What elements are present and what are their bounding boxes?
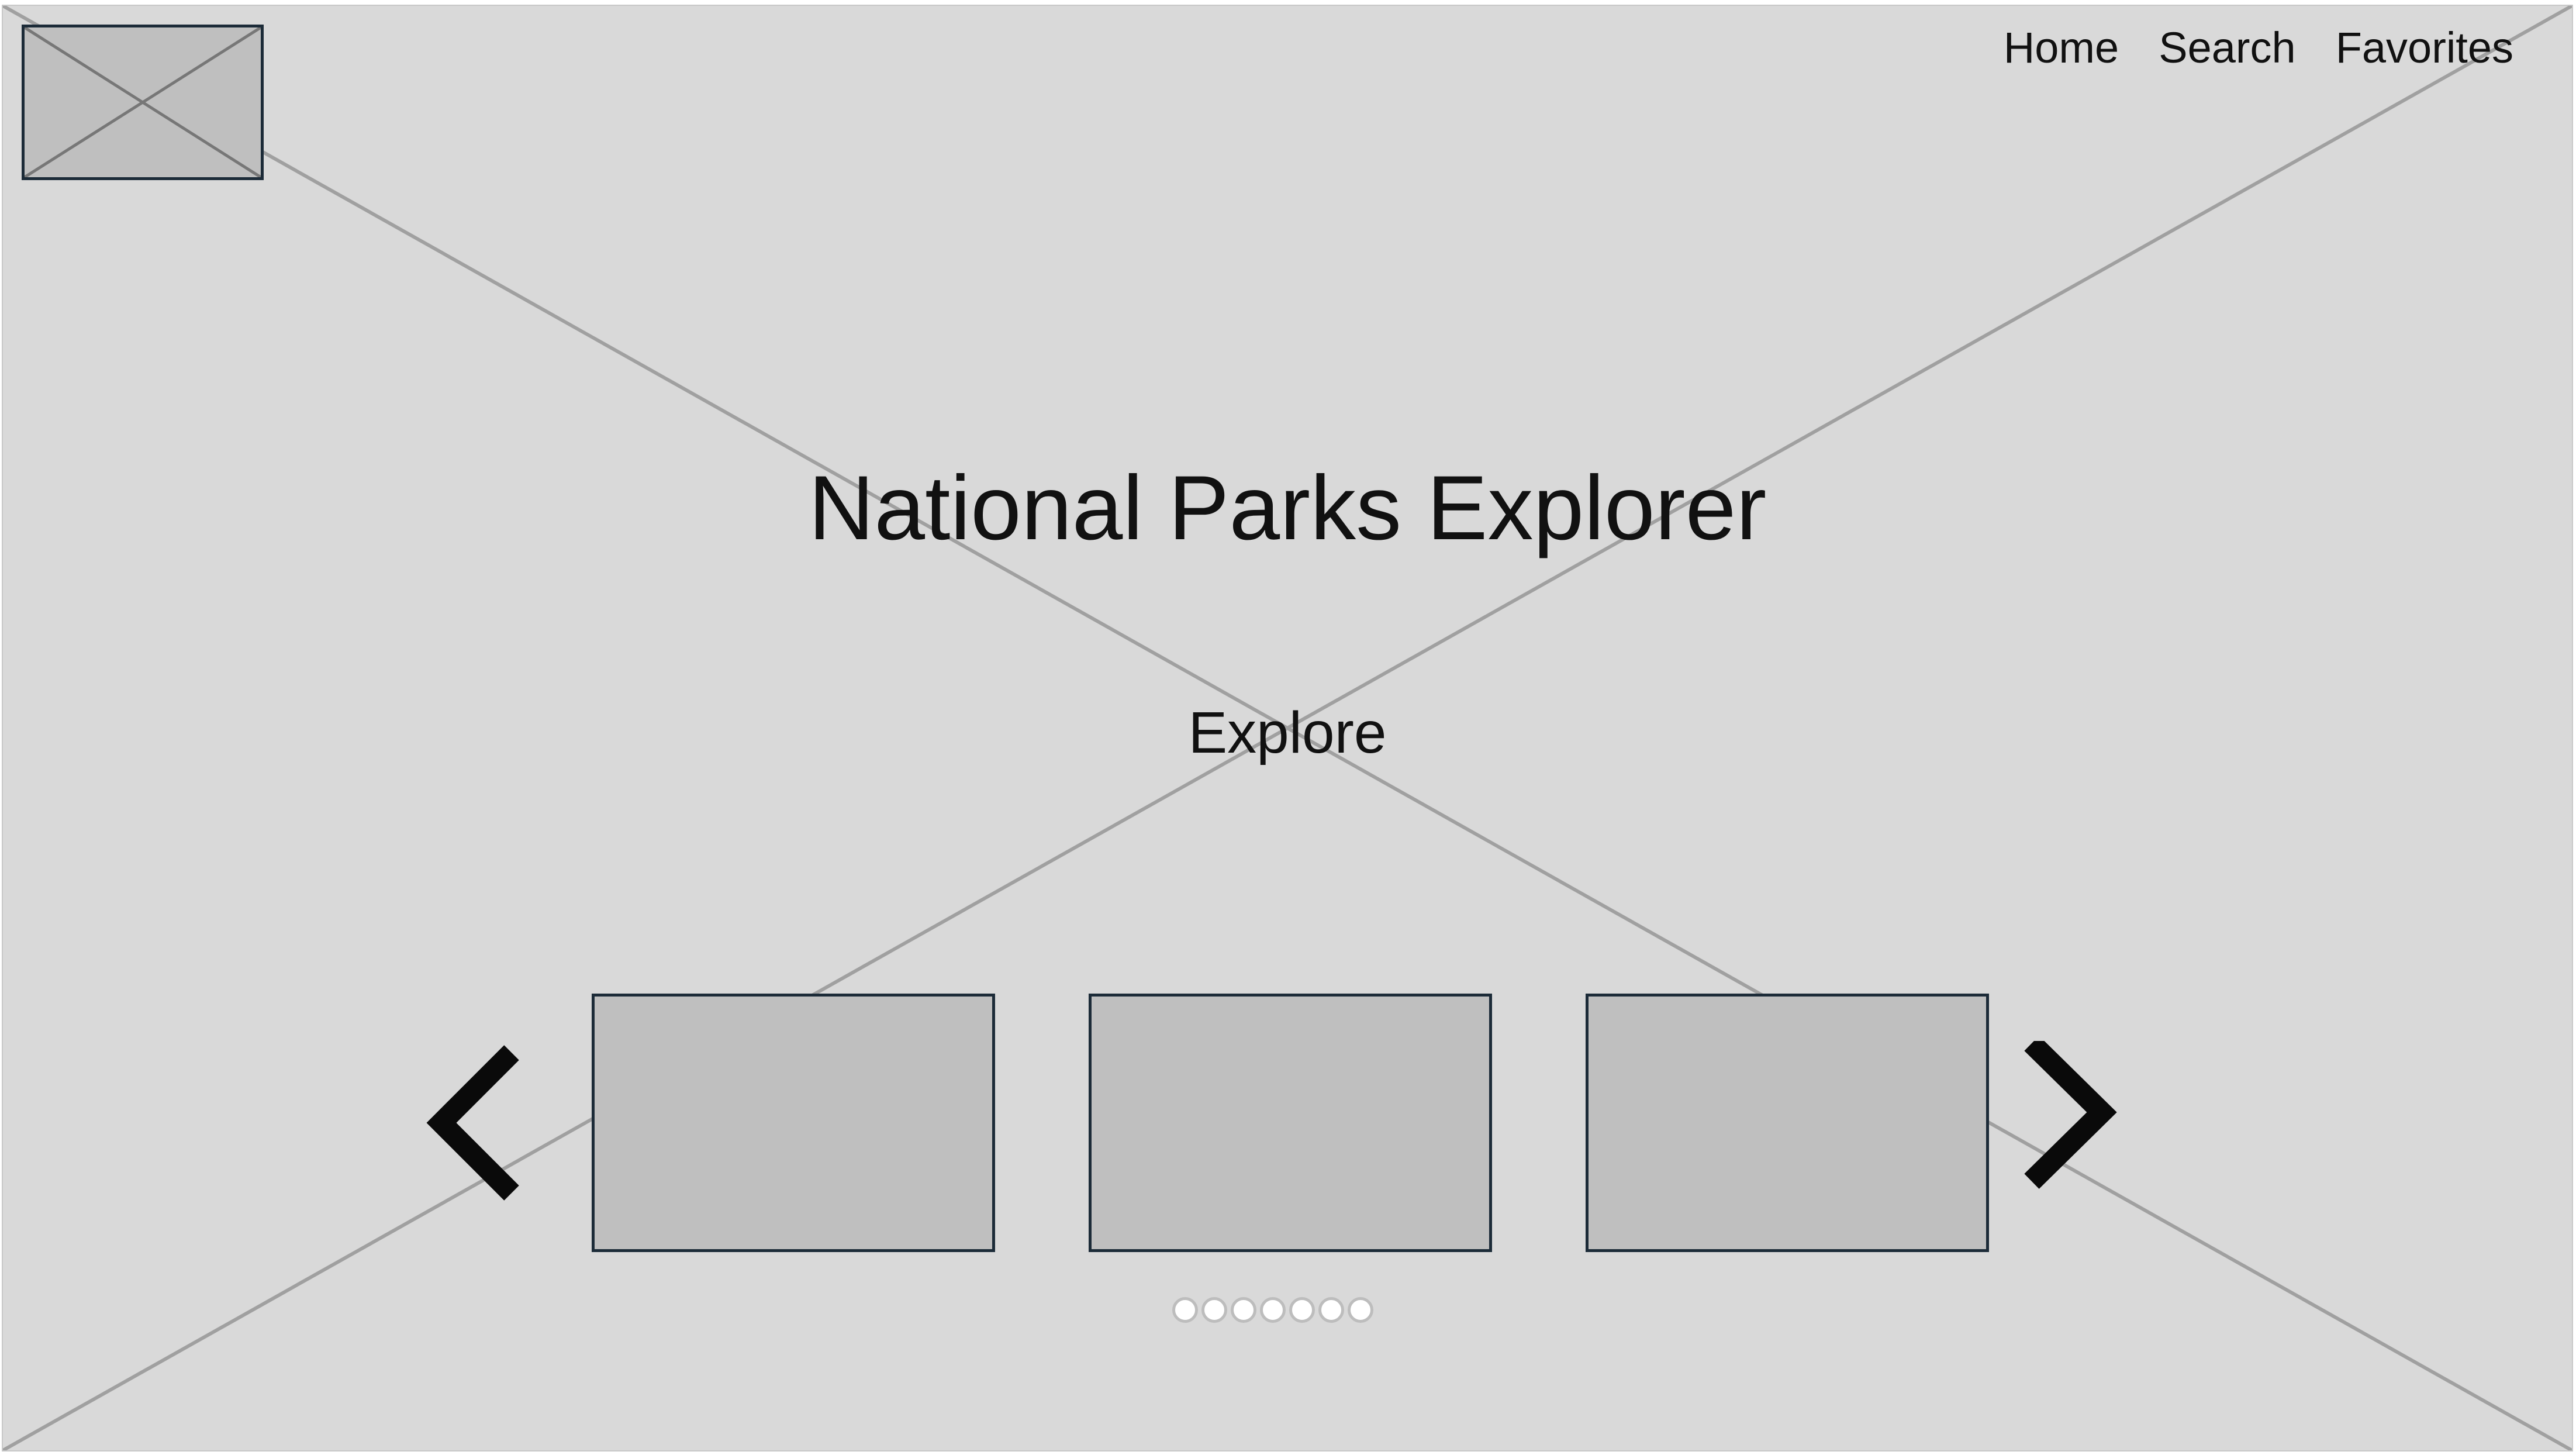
pagination-dot[interactable]	[1201, 1297, 1227, 1323]
background-image-placeholder-icon	[3, 6, 2572, 1450]
nav-favorites-link[interactable]: Favorites	[2335, 23, 2513, 72]
chevron-right-icon	[2024, 1036, 2117, 1189]
carousel-pagination	[1172, 1297, 1373, 1323]
pagination-dot[interactable]	[1289, 1297, 1315, 1323]
image-placeholder-icon	[25, 27, 261, 177]
logo-placeholder[interactable]	[22, 25, 264, 180]
pagination-dot[interactable]	[1348, 1297, 1373, 1323]
carousel-next-button[interactable]	[2014, 1036, 2131, 1228]
carousel-card-1[interactable]	[592, 994, 995, 1252]
top-nav: Home Search Favorites	[2004, 22, 2513, 74]
pagination-dot[interactable]	[1231, 1297, 1256, 1323]
pagination-dot[interactable]	[1260, 1297, 1286, 1323]
chevron-left-icon	[426, 1045, 519, 1201]
carousel-card-2[interactable]	[1089, 994, 1492, 1252]
carousel-card-3[interactable]	[1586, 994, 1989, 1252]
pagination-dot[interactable]	[1172, 1297, 1198, 1323]
nav-search-link[interactable]: Search	[2159, 23, 2296, 72]
hero-background-placeholder: Home Search Favorites National Parks Exp…	[2, 5, 2573, 1451]
explore-button[interactable]: Explore	[1188, 700, 1387, 766]
nav-home-link[interactable]: Home	[2003, 23, 2119, 72]
carousel-prev-button[interactable]	[412, 1041, 529, 1228]
page-title: National Parks Explorer	[808, 457, 1767, 559]
pagination-dot[interactable]	[1318, 1297, 1344, 1323]
